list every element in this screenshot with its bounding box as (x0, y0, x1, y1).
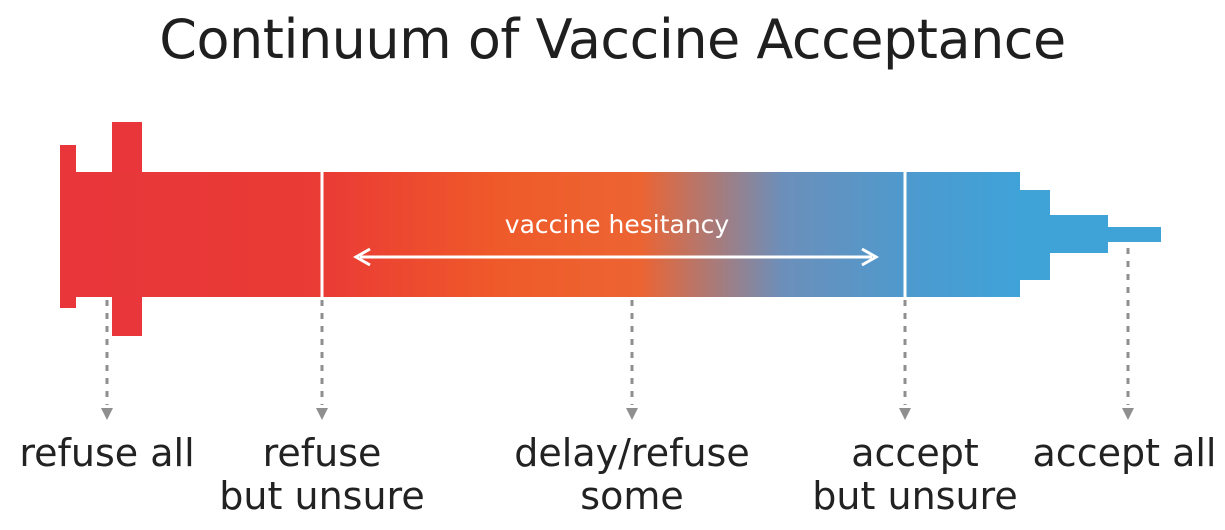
syringe-nozzle-1 (1018, 190, 1050, 280)
arrowhead-refuse-unsure (316, 408, 328, 420)
syringe-nozzle-2 (1048, 215, 1108, 253)
label-accept-unsure-line2: but unsure (812, 474, 1018, 518)
label-refuse-unsure-line1: refuse (262, 431, 382, 475)
arrowhead-accept-all (1122, 408, 1134, 420)
label-refuse-all: refuse all (7, 432, 207, 475)
diagram-title: Continuum of Vaccine Acceptance (159, 8, 1066, 71)
label-delay-refuse: delay/refuse some (507, 432, 757, 518)
hesitancy-range-arrow (352, 247, 880, 267)
label-refuse-all-line1: refuse all (19, 431, 195, 475)
syringe-barrel (70, 172, 1020, 297)
pointer-arrowheads (101, 408, 1134, 420)
label-refuse-unsure: refuse but unsure (207, 432, 437, 518)
label-delay-refuse-line2: some (580, 474, 684, 518)
label-accept-unsure-line1: accept (851, 431, 979, 475)
syringe-needle (1106, 227, 1161, 242)
label-accept-all-line1: accept all (1032, 431, 1217, 475)
pointer-arrows (105, 248, 1130, 405)
arrowhead-delay-refuse (626, 408, 638, 420)
arrowhead-refuse-all (101, 408, 113, 420)
label-delay-refuse-line1: delay/refuse (514, 431, 750, 475)
label-accept-unsure: accept but unsure (800, 432, 1030, 518)
arrowhead-accept-unsure (899, 408, 911, 420)
label-refuse-unsure-line2: but unsure (219, 474, 425, 518)
label-accept-all: accept all (1027, 432, 1222, 475)
hesitancy-label: vaccine hesitancy (505, 210, 730, 239)
